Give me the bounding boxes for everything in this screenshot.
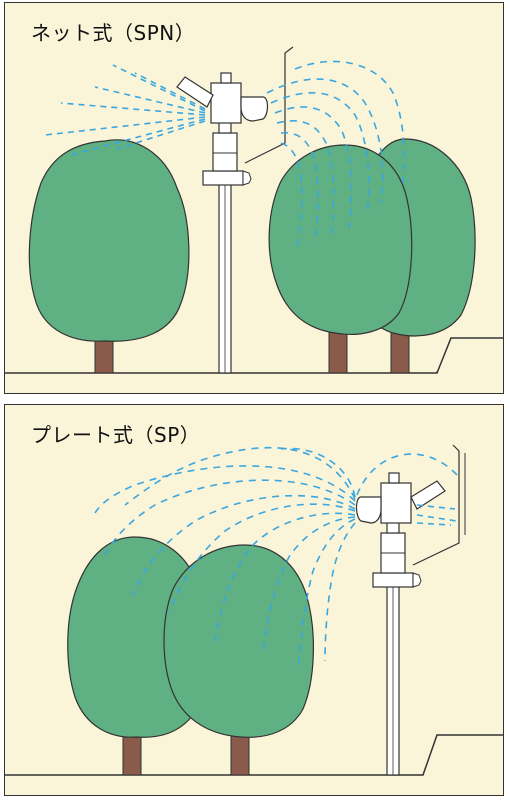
plate-type-illustration [5, 444, 503, 776]
sprinkler-clamp [202, 170, 244, 186]
tree-foliage [268, 144, 413, 335]
net-type-illustration [5, 46, 503, 374]
tree-left [28, 139, 190, 374]
sprinkler-body-lower [212, 132, 238, 172]
spray-left [44, 64, 206, 156]
sprinkler-head [210, 82, 242, 124]
tree-foliage [28, 139, 190, 342]
ground-line [5, 337, 503, 374]
sprinkler-nozzle [410, 480, 446, 510]
sprinkler-clamp [372, 572, 414, 588]
sprinkler-deflector-net [240, 96, 269, 122]
spray-left-arcs [94, 447, 458, 666]
panel-plate-type: プレート式（SP） [4, 404, 504, 796]
spray-right-short [416, 504, 458, 526]
tree-left-front [163, 544, 314, 776]
sprinkler-head [380, 482, 412, 524]
spray-right [266, 60, 405, 250]
sprinkler-nozzle [176, 76, 214, 108]
panel-title-plate-type: プレート式（SP） [31, 423, 201, 447]
tree-right-front [268, 144, 413, 374]
tree-trunk [122, 734, 142, 776]
panel-net-type: ネット式（SPN） [4, 2, 504, 394]
sprinkler-plate-type [355, 444, 466, 776]
panel-title-net-type: ネット式（SPN） [31, 21, 196, 45]
sprinkler-deflector-plate [355, 496, 382, 524]
ground-line [5, 734, 503, 776]
tree-trunk [230, 734, 250, 776]
tree-foliage [163, 544, 314, 738]
plate-frame [412, 444, 460, 566]
